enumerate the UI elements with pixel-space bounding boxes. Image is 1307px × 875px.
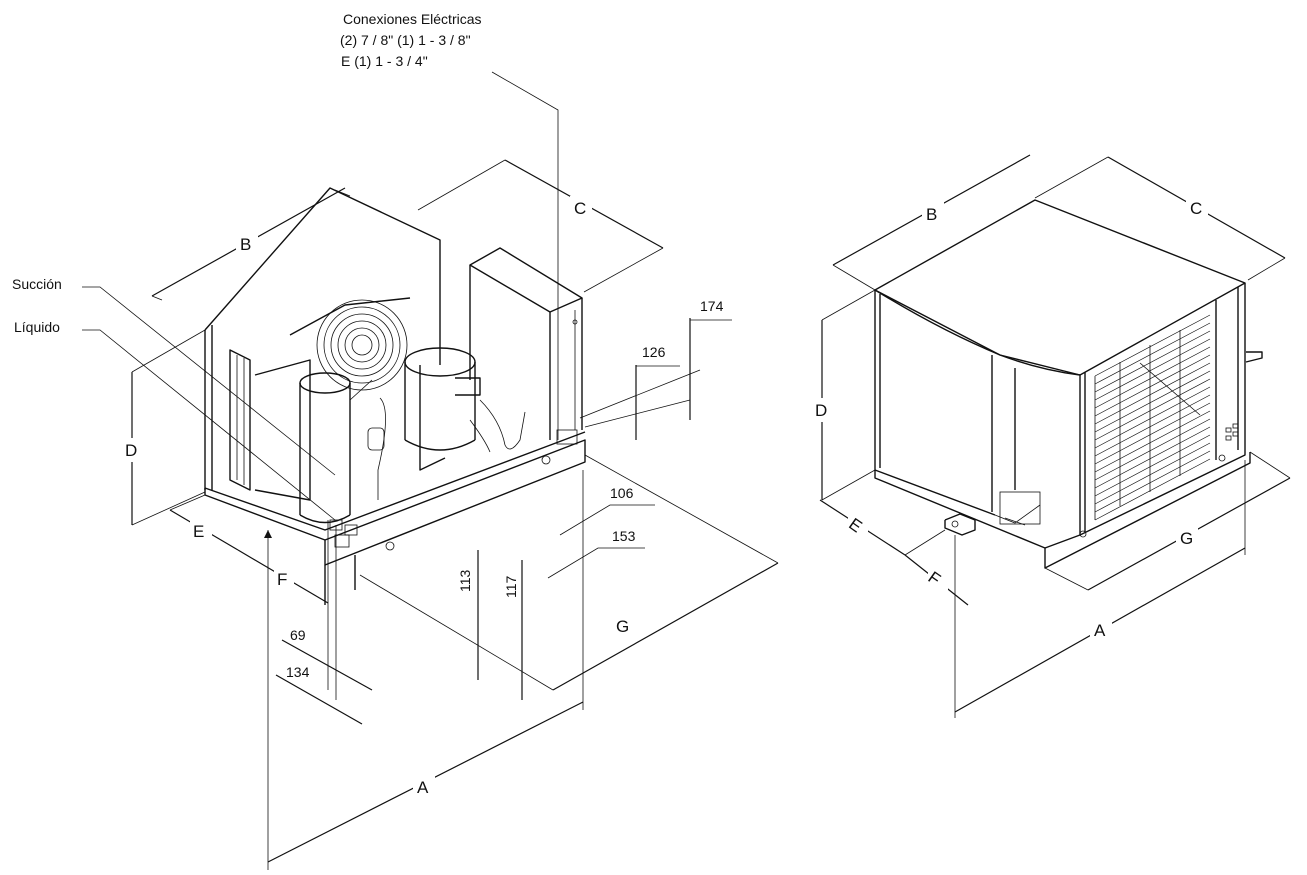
liquid-callout: Líquido <box>14 319 336 521</box>
dim-b-left: B <box>151 187 351 301</box>
cabinet-top <box>874 199 1246 376</box>
compressor <box>367 347 526 500</box>
dim-d-right: D <box>812 289 876 501</box>
dim-g-right: G <box>1044 451 1291 591</box>
dim-b-right: B <box>832 154 1031 291</box>
dim-c-right-label: C <box>1190 199 1202 218</box>
dim-174-label: 174 <box>700 298 724 314</box>
dim-a-right: A <box>954 460 1246 718</box>
dim-b-right-label: B <box>926 205 937 224</box>
electrical-connections-note: Conexiones Eléctricas (2) 7 / 8" (1) 1 -… <box>340 11 559 440</box>
electrical-connections-title: Conexiones Eléctricas <box>343 11 482 27</box>
dim-g-label: G <box>616 617 629 636</box>
dim-a-label: A <box>417 778 429 797</box>
dim-e-left: E <box>169 494 239 551</box>
dim-153-label: 153 <box>612 528 636 544</box>
dim-d-left: D <box>122 329 206 526</box>
dim-c-right: C <box>1034 156 1286 281</box>
dim-g-right-label: G <box>1180 529 1193 548</box>
dim-117-label: 117 <box>503 575 519 598</box>
liquid-label: Líquido <box>14 319 60 335</box>
condenser-grille <box>1079 283 1263 538</box>
cabinet-side-left <box>874 290 1016 516</box>
dim-e-right: E <box>819 499 906 556</box>
dim-134-label: 134 <box>286 664 310 680</box>
suction-callout: Succión <box>12 276 336 476</box>
left-view-open-unit: Succión Líquido B C <box>12 159 779 870</box>
dim-a-left: A <box>264 470 584 870</box>
dim-134: 134 <box>275 664 363 725</box>
dim-e-label: E <box>193 522 204 541</box>
dim-153: 153 <box>547 528 645 579</box>
dim-113-label: 113 <box>457 569 473 592</box>
electrical-connections-line1: (2) 7 / 8" (1) 1 - 3 / 8" <box>340 32 471 48</box>
dim-c-left: C <box>417 159 664 293</box>
condenser-housing <box>204 187 441 501</box>
dim-d-right-label: D <box>815 401 827 420</box>
dim-106-label: 106 <box>610 485 634 501</box>
dim-69: 69 <box>281 627 373 691</box>
cabinet-base <box>874 452 1251 569</box>
dim-117: 117 <box>503 560 523 700</box>
dim-f-left: F <box>237 549 329 604</box>
electrical-box <box>469 247 583 445</box>
dim-113: 113 <box>457 550 479 680</box>
dim-69-label: 69 <box>290 627 306 643</box>
dim-b-label: B <box>240 235 251 254</box>
right-view-closed-unit: B C D E F <box>812 154 1291 718</box>
dim-174: 174 <box>579 298 732 420</box>
dim-g-left: G <box>359 454 779 691</box>
dim-126: 126 <box>584 344 691 440</box>
dim-f-label: F <box>277 570 287 589</box>
service-valves <box>327 519 358 700</box>
fan-guard <box>289 297 411 391</box>
electrical-connections-line2: E (1) 1 - 3 / 4" <box>341 53 428 69</box>
liquid-receiver <box>299 372 373 524</box>
base-frame <box>204 431 586 605</box>
dim-106: 106 <box>559 485 655 536</box>
suction-label: Succión <box>12 276 62 292</box>
connections-leader-line <box>491 71 559 440</box>
dim-a-right-label: A <box>1094 621 1106 640</box>
dim-c-label: C <box>574 199 586 218</box>
dim-f-right: F <box>904 529 969 606</box>
dim-126-label: 126 <box>642 344 666 360</box>
dim-d-label: D <box>125 441 137 460</box>
